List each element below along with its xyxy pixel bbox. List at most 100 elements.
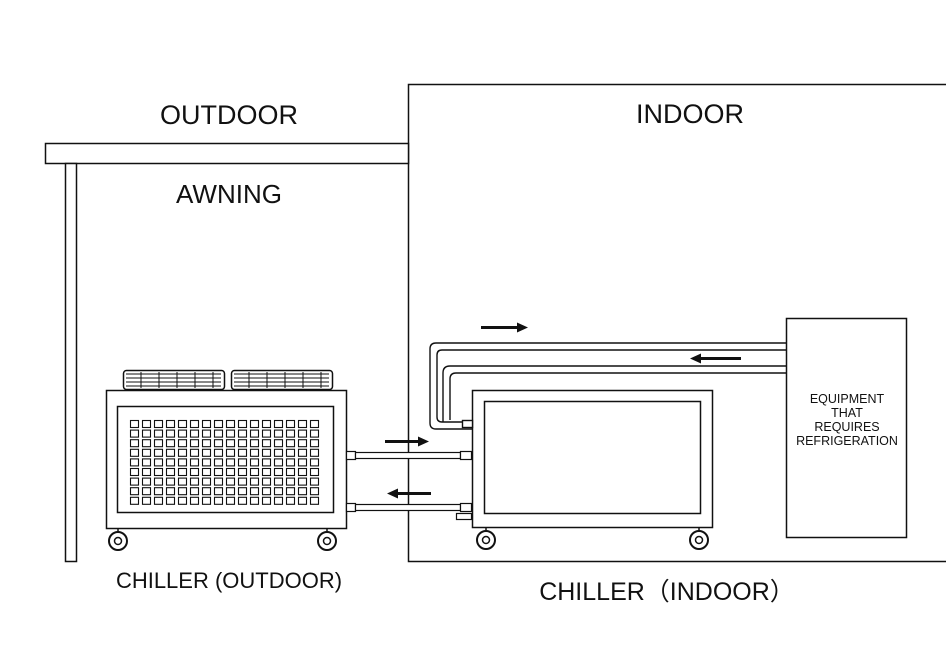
fan-left bbox=[122, 369, 226, 391]
grille-cell bbox=[153, 419, 164, 429]
grille-cell bbox=[213, 429, 224, 438]
grille-cell bbox=[177, 458, 188, 467]
grille-cell bbox=[297, 487, 308, 496]
grille-cell bbox=[249, 487, 260, 496]
grille-cell bbox=[129, 419, 140, 429]
flow-arrow-lower-right bbox=[385, 436, 429, 447]
grille-cell bbox=[177, 419, 188, 429]
grille-cell bbox=[249, 439, 260, 448]
outdoor-chiller-wheels bbox=[108, 528, 337, 551]
grille-cell bbox=[225, 496, 236, 505]
grille-cell bbox=[273, 487, 284, 496]
grille-cell bbox=[261, 439, 272, 448]
grille-cell bbox=[153, 477, 164, 486]
grille-cell bbox=[213, 458, 224, 467]
outdoor-label: OUTDOOR bbox=[160, 100, 298, 130]
grille-cell bbox=[165, 496, 176, 505]
grille-cell bbox=[297, 467, 308, 477]
grille-cell bbox=[249, 458, 260, 467]
outdoor-chiller-grille-frame bbox=[116, 405, 335, 514]
grille-cell bbox=[189, 439, 200, 448]
grille-cell bbox=[297, 458, 308, 467]
grille-cell bbox=[285, 419, 296, 429]
grille-cell bbox=[165, 448, 176, 457]
equipment-label-line-1: EQUIPMENT bbox=[810, 392, 885, 406]
grille-cell bbox=[309, 477, 320, 486]
grille-cell bbox=[297, 439, 308, 448]
grille-cell bbox=[201, 467, 212, 477]
grille-cell bbox=[129, 487, 140, 496]
grille-cell bbox=[285, 429, 296, 438]
grille-cell bbox=[129, 448, 140, 457]
grille-cell bbox=[165, 458, 176, 467]
grille-cell bbox=[309, 496, 320, 505]
equipment-box bbox=[785, 317, 908, 539]
grille-cell bbox=[177, 496, 188, 505]
grille-cell bbox=[225, 419, 236, 429]
grille-cell bbox=[177, 487, 188, 496]
grille-cell bbox=[213, 467, 224, 477]
grille-cell bbox=[141, 487, 152, 496]
grille-cell bbox=[225, 448, 236, 457]
flow-arrow-top-left bbox=[690, 353, 741, 364]
grille-cell bbox=[249, 496, 260, 505]
grille-cell bbox=[129, 439, 140, 448]
grille-cell bbox=[201, 458, 212, 467]
grille-cell bbox=[129, 458, 140, 467]
grille-cell bbox=[249, 467, 260, 477]
grille-cell bbox=[237, 419, 248, 429]
indoor-room-outline bbox=[407, 83, 946, 563]
grille-cell bbox=[129, 477, 140, 486]
grille-cell bbox=[189, 496, 200, 505]
grille-cell bbox=[213, 439, 224, 448]
grille-cell bbox=[261, 448, 272, 457]
grille-cell bbox=[213, 487, 224, 496]
grille-cell bbox=[213, 448, 224, 457]
grille-cell bbox=[129, 467, 140, 477]
equipment-label-line-4: REFRIGERATION bbox=[796, 434, 898, 448]
connecting-pipes bbox=[345, 450, 473, 521]
grille-cell bbox=[273, 496, 284, 505]
grille-cell bbox=[165, 419, 176, 429]
grille-cell bbox=[297, 448, 308, 457]
grille-cell bbox=[249, 419, 260, 429]
grille-cell bbox=[225, 458, 236, 467]
grille-cell bbox=[165, 439, 176, 448]
grille-cell bbox=[285, 496, 296, 505]
grille-cell bbox=[225, 467, 236, 477]
grille-cell bbox=[261, 458, 272, 467]
grille-cell bbox=[285, 467, 296, 477]
grille-cell bbox=[153, 458, 164, 467]
indoor-chiller-wheels bbox=[476, 527, 709, 550]
grille-cell bbox=[225, 429, 236, 438]
grille-cell bbox=[237, 477, 248, 486]
chiller-indoor-label: CHILLER（INDOOR） bbox=[539, 578, 795, 606]
grille-cell bbox=[297, 477, 308, 486]
grille-cell bbox=[261, 477, 272, 486]
grille-cell bbox=[225, 477, 236, 486]
grille-cell bbox=[177, 477, 188, 486]
grille-cell bbox=[309, 458, 320, 467]
outdoor-chiller-fans bbox=[122, 369, 334, 391]
grille-cell bbox=[237, 496, 248, 505]
grille-cell bbox=[189, 477, 200, 486]
awning-label: AWNING bbox=[176, 179, 282, 209]
grille-cell bbox=[309, 439, 320, 448]
grille-cell bbox=[261, 496, 272, 505]
grille-cell bbox=[165, 487, 176, 496]
grille-cell bbox=[285, 477, 296, 486]
grille-cell bbox=[189, 487, 200, 496]
grille-cell bbox=[309, 448, 320, 457]
grille-cell bbox=[201, 448, 212, 457]
grille-cell bbox=[285, 439, 296, 448]
grille-cell bbox=[237, 458, 248, 467]
grille-cell bbox=[273, 419, 284, 429]
grille-cell bbox=[273, 448, 284, 457]
grille-cell bbox=[237, 487, 248, 496]
grille-cell bbox=[213, 419, 224, 429]
grille-cell bbox=[177, 467, 188, 477]
grille-cell bbox=[273, 458, 284, 467]
grille-cell bbox=[213, 496, 224, 505]
indoor-chiller-panel bbox=[483, 400, 702, 515]
